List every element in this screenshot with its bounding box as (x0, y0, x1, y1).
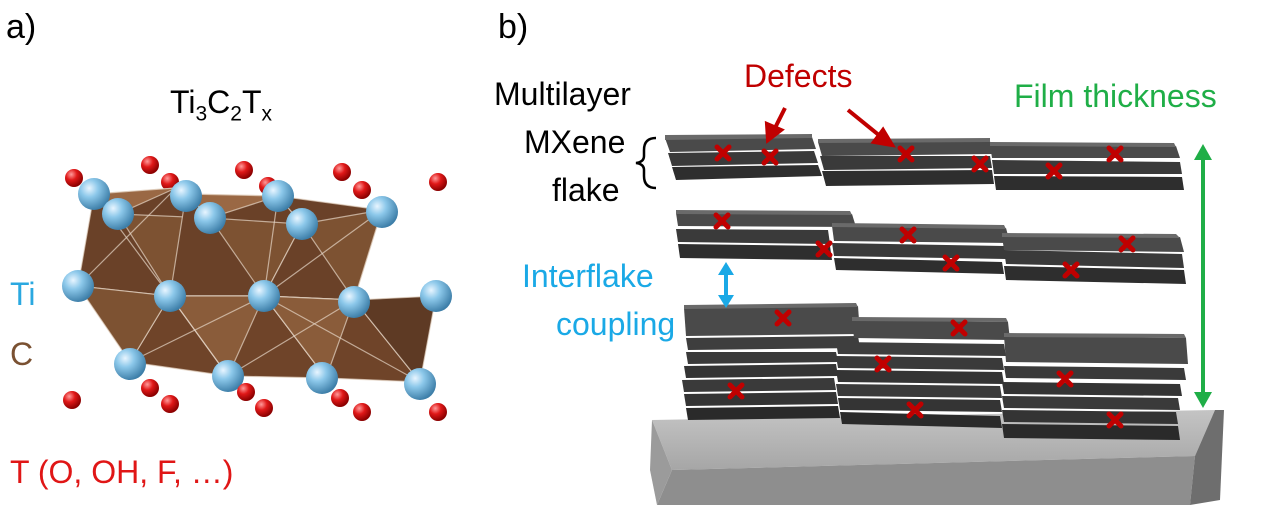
defect-mark (1106, 411, 1124, 429)
interflake-label-2: coupling (556, 306, 676, 342)
film-thickness-label: Film thickness (1014, 78, 1217, 114)
defect-mark (815, 240, 833, 258)
legend-ti: Ti (10, 276, 36, 312)
defect-mark (899, 226, 917, 244)
formula-t-sub: x (261, 102, 273, 126)
defect-mark (774, 309, 792, 327)
defect-mark (1062, 261, 1080, 279)
flake-stack-top (665, 134, 1184, 190)
legend-c: C (10, 336, 34, 372)
interflake-arrow (718, 262, 734, 308)
flake-stack-bottom (682, 303, 1188, 440)
defect-arrows (764, 107, 896, 148)
defect-mark (874, 355, 892, 373)
defects-label: Defects (744, 58, 853, 94)
formula-title: Ti3C2Tx (170, 86, 272, 124)
defect-mark (1045, 162, 1063, 180)
interflake-label-1: Interflake (522, 258, 654, 294)
formula-ti: Ti (170, 84, 196, 120)
defect-mark (971, 155, 989, 173)
defect-mark (897, 145, 915, 163)
ti-atoms (62, 178, 452, 400)
flake-stack-middle (676, 210, 1186, 284)
defect-mark (1056, 370, 1074, 388)
crystal-structure (62, 156, 452, 421)
multilayer-label-2: MXene (524, 124, 626, 160)
legend-t: T (O, OH, F, …) (10, 454, 234, 490)
defect-arrow-right (846, 108, 882, 138)
defect-mark (1106, 145, 1124, 163)
defect-mark (713, 212, 731, 230)
defect-mark (942, 254, 960, 272)
panel-a-label: a) (6, 8, 37, 46)
termination-atoms-bottom (63, 379, 447, 421)
film-thickness-arrow (1194, 144, 1212, 408)
multilayer-label-3: flake (552, 172, 620, 208)
mxene-flakes (665, 134, 1188, 440)
defect-marks (713, 144, 1136, 429)
multilayer-brace (635, 136, 657, 190)
defect-mark (1118, 235, 1136, 253)
formula-c: C (207, 84, 231, 120)
multilayer-label-1: Multilayer (494, 76, 631, 112)
defect-mark (761, 148, 779, 166)
formula-ti-sub: 3 (195, 102, 208, 126)
formula-t: T (241, 84, 262, 120)
defect-mark (714, 144, 732, 162)
formula-c-sub: 2 (230, 102, 242, 126)
defect-mark (727, 382, 745, 400)
panel-b-label: b) (498, 8, 529, 46)
defect-mark (950, 319, 968, 337)
defect-mark (906, 401, 924, 419)
